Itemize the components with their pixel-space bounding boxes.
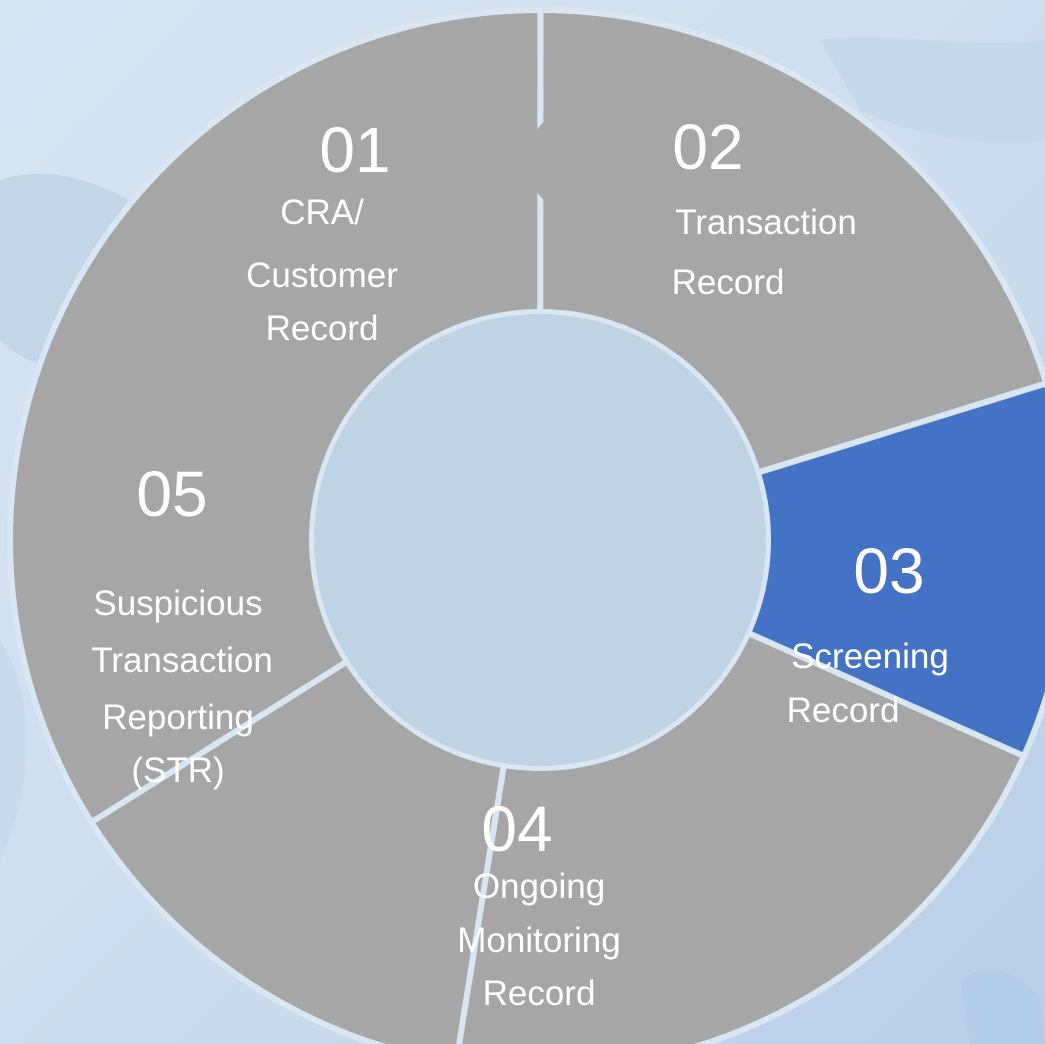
segment-05-label-line: Reporting	[102, 698, 254, 737]
segment-05-number: 05	[136, 458, 207, 530]
center-hub	[314, 314, 766, 766]
segment-04-label-line: Monitoring	[457, 921, 620, 960]
segment-04	[87, 657, 508, 1044]
segment-05-label-line: Transaction	[91, 641, 273, 680]
segment-03	[456, 629, 1028, 1044]
segment-03-label-line: Record	[787, 691, 900, 730]
segment-01-label-line: Customer	[246, 256, 398, 295]
segment-01-number: 01	[319, 114, 390, 186]
segment-01	[537, 6, 1045, 477]
segment-02-number: 02	[672, 111, 743, 183]
segment-05-tab	[526, 109, 631, 214]
segment-01-label-line: CRA/	[280, 193, 364, 232]
segment-02-label-line: Transaction	[675, 203, 857, 242]
segment-05-label-line: Suspicious	[93, 584, 262, 623]
segment-01-label-line: Record	[266, 309, 379, 348]
segment-04-number: 04	[481, 793, 552, 865]
segment-03-number: 03	[853, 535, 924, 607]
segment-04-label-line: Ongoing	[473, 867, 605, 906]
segment-04-label-line: Record	[483, 974, 596, 1013]
segment-03-label-line: Screening	[791, 637, 949, 676]
segment-02-label-line: Record	[672, 263, 785, 302]
segment-05	[7, 6, 544, 827]
segment-05-label-line: (STR)	[131, 751, 224, 790]
